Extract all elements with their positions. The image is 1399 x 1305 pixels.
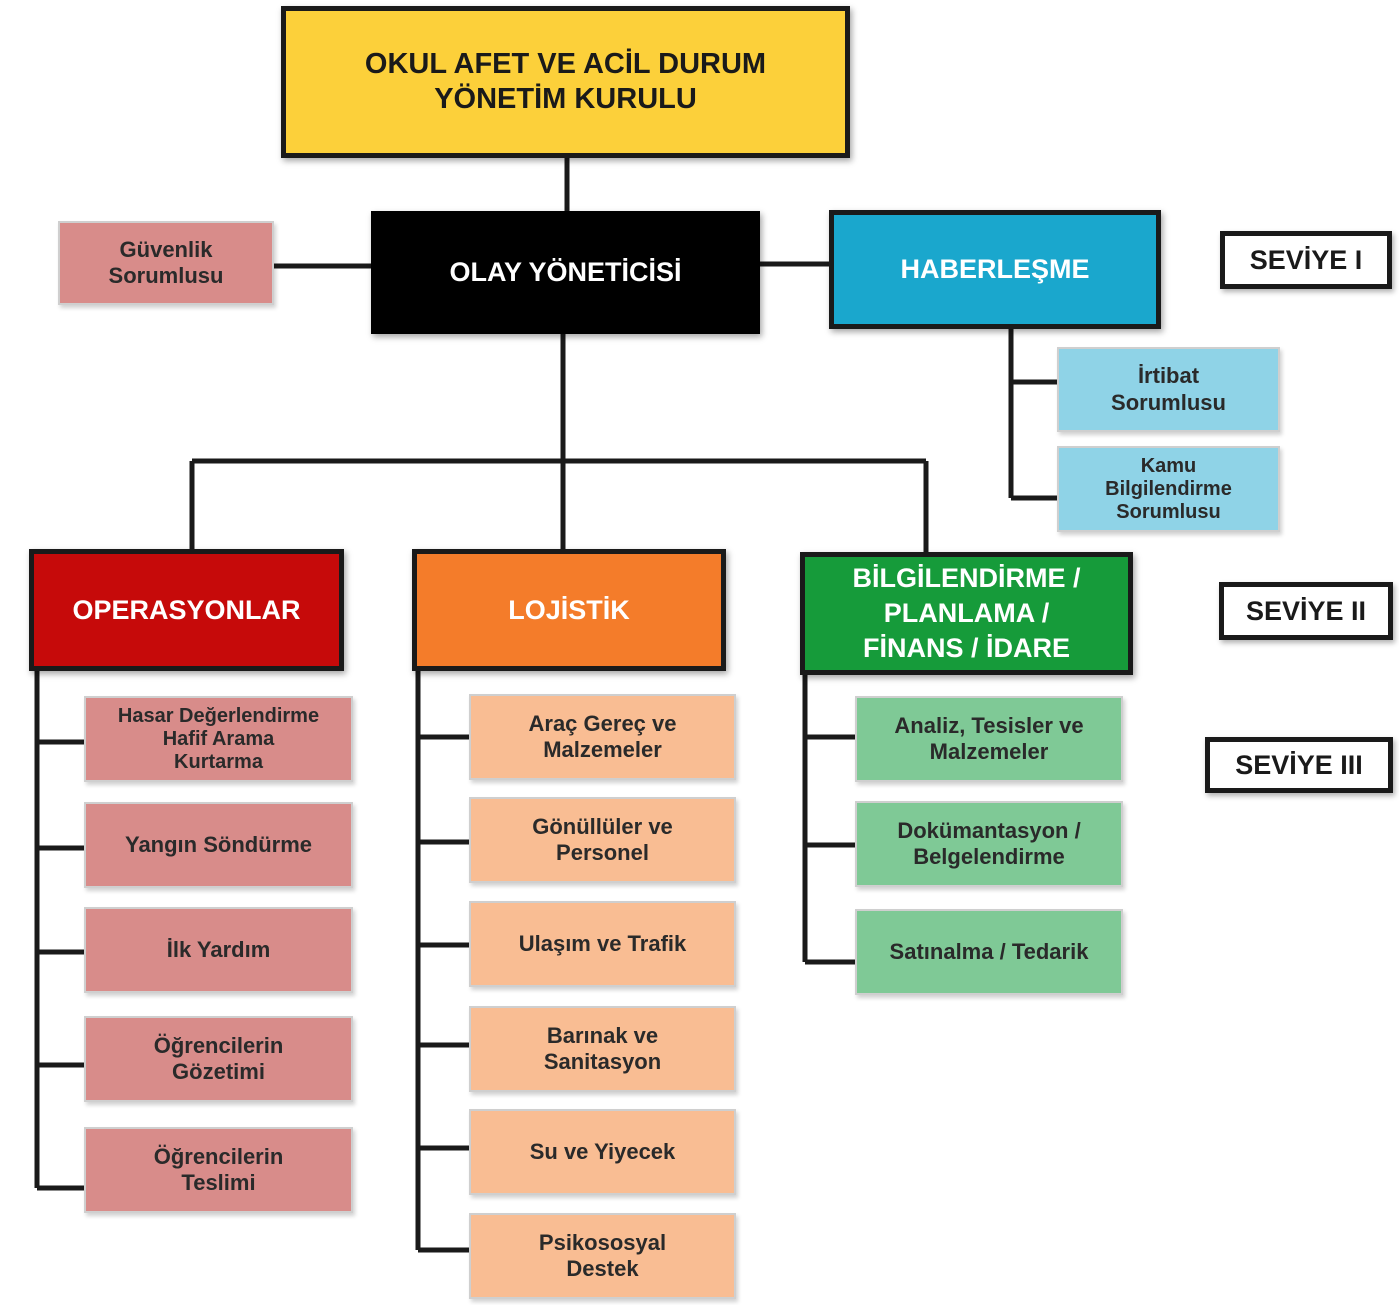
ops-item-label: İlk Yardım (166, 936, 271, 962)
log-item-shelter: Barınak ve Sanitasyon (469, 1006, 736, 1092)
logistics-box: LOJİSTİK (412, 549, 726, 671)
log-item-volunteers: Gönüllüler ve Personel (469, 797, 736, 883)
log-item-water-food: Su ve Yiyecek (469, 1109, 736, 1195)
safety-officer-box: Güvenlik Sorumlusu (58, 221, 274, 305)
board-title: OKUL AFET VE ACİL DURUM YÖNETİM KURULU (364, 48, 767, 115)
planning-box: BİLGİLENDİRME / PLANLAMA / FİNANS / İDAR… (800, 552, 1133, 675)
log-item-equipment: Araç Gereç ve Malzemeler (469, 694, 736, 780)
logistics-title: LOJİSTİK (508, 594, 630, 625)
plan-item-documentation: Dokümantasyon / Belgelendirme (855, 801, 1123, 887)
ops-item-fire-fighting: Yangın Söndürme (84, 802, 353, 888)
incident-manager-box: OLAY YÖNETİCİSİ (371, 211, 760, 334)
ops-item-label: Öğrencilerin Teslimi (153, 1143, 284, 1195)
plan-item-label: Analiz, Tesisler ve Malzemeler (894, 712, 1084, 764)
log-item-label: Su ve Yiyecek (529, 1138, 676, 1164)
plan-item-label: Satınalma / Tedarik (889, 938, 1089, 964)
log-item-label: Psikososyal Destek (538, 1229, 667, 1281)
log-item-label: Gönüllüler ve Personel (532, 813, 673, 865)
comm-item-label: Kamu Bilgilendirme Sorumlusu (1105, 454, 1232, 523)
log-item-transport: Ulaşım ve Trafik (469, 901, 736, 987)
plan-item-procurement: Satınalma / Tedarik (855, 909, 1123, 995)
ops-item-label: Yangın Söndürme (124, 831, 313, 857)
ops-item-label: Öğrencilerin Gözetimi (153, 1032, 284, 1084)
safety-officer-label: Güvenlik Sorumlusu (108, 236, 224, 288)
level-1-label: SEVİYE I (1220, 231, 1392, 289)
log-item-label: Ulaşım ve Trafik (518, 930, 687, 956)
operations-title: OPERASYONLAR (72, 594, 301, 625)
ops-item-student-handover: Öğrencilerin Teslimi (84, 1127, 353, 1213)
board-box: OKUL AFET VE ACİL DURUM YÖNETİM KURULU (281, 6, 850, 158)
communication-box: HABERLEŞME (829, 210, 1161, 329)
comm-item-label: İrtibat Sorumlusu (1111, 363, 1226, 415)
ops-item-first-aid: İlk Yardım (84, 907, 353, 993)
comm-item-liaison: İrtibat Sorumlusu (1057, 347, 1280, 432)
comm-item-public-info: Kamu Bilgilendirme Sorumlusu (1057, 446, 1280, 532)
planning-title: BİLGİLENDİRME / PLANLAMA / FİNANS / İDAR… (852, 562, 1081, 664)
ops-item-student-supervision: Öğrencilerin Gözetimi (84, 1016, 353, 1102)
level-2-label: SEVİYE II (1219, 582, 1393, 640)
plan-item-label: Dokümantasyon / Belgelendirme (897, 817, 1081, 869)
log-item-psychosocial: Psikososyal Destek (469, 1213, 736, 1299)
log-item-label: Barınak ve Sanitasyon (543, 1022, 662, 1074)
operations-box: OPERASYONLAR (29, 549, 344, 671)
plan-item-analysis: Analiz, Tesisler ve Malzemeler (855, 696, 1123, 782)
communication-title: HABERLEŞME (900, 254, 1090, 285)
ops-item-label: Hasar Değerlendirme Hafif Arama Kurtarma (117, 704, 320, 773)
incident-manager-title: OLAY YÖNETİCİSİ (449, 257, 682, 288)
ops-item-damage-assessment: Hasar Değerlendirme Hafif Arama Kurtarma (84, 696, 353, 782)
level-3-label: SEVİYE III (1205, 737, 1393, 793)
log-item-label: Araç Gereç ve Malzemeler (528, 710, 677, 762)
